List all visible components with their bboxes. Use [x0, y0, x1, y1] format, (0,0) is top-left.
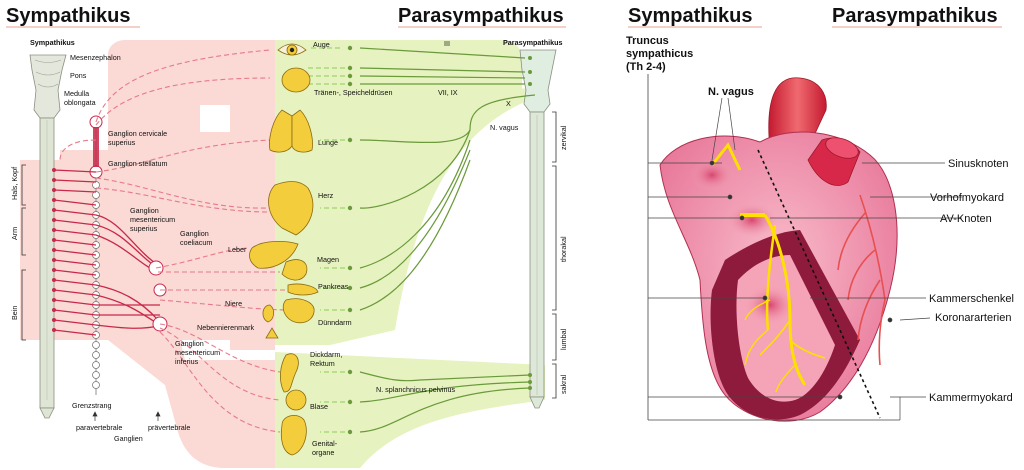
segment-thorakal: thorakal — [559, 236, 568, 262]
label-gmi-3: inferius — [175, 357, 199, 366]
label-av-knoten: AV-Knoten — [940, 213, 992, 225]
adrenal-organ — [265, 327, 279, 339]
label-n-vagus: N. vagus — [490, 123, 519, 132]
label-lunge: Lunge — [318, 138, 338, 147]
label-auge: Auge — [313, 40, 330, 49]
label-kammerschenkel: Kammerschenkel — [929, 293, 1014, 305]
segment-zervikal: zervikal — [559, 125, 568, 150]
sympathetic-preganglionic — [53, 169, 160, 336]
segment-brackets — [552, 111, 557, 399]
label-pons: Pons — [70, 71, 87, 80]
autonomic-nervous-system-diagram: Sympathikus Parasympathikus — [6, 5, 568, 468]
label-nebennierenmark: Nebennierenmark — [197, 323, 255, 332]
label-grenzstrang: Grenzstrang — [72, 401, 112, 410]
left-title-parasympathikus: Parasympathikus — [398, 5, 564, 27]
label-dickdarm-2: Rektum — [310, 359, 335, 368]
label-koronararterien: Koronararterien — [935, 312, 1011, 324]
label-gmi-1: Ganglion — [175, 339, 204, 348]
label-niere: Niere — [225, 299, 242, 308]
organs — [249, 43, 319, 456]
label-duenndarm: Dünndarm — [318, 318, 352, 327]
label-pankreas: Pankreas — [318, 282, 349, 291]
stomach-organ — [281, 259, 308, 281]
colon-organ — [280, 353, 299, 393]
label-blase: Blase — [310, 402, 328, 411]
liver-organ — [249, 240, 299, 269]
parasympathetic-postganglionic — [305, 47, 345, 433]
genital-organ — [280, 415, 307, 456]
spinal-cord-right — [519, 49, 557, 409]
label-mesenzephalon: Mesenzephalon — [70, 53, 121, 62]
label-ganglion-cervicale-2: superius — [108, 138, 136, 147]
bladder-organ — [285, 389, 307, 411]
label-paravertebrale: paravertebrale — [76, 423, 122, 432]
label-truncus-2: sympathicus — [626, 48, 693, 60]
sympathetic-postganglionic — [59, 49, 291, 433]
body-arm: Arm — [10, 227, 19, 240]
label-ganglien: Ganglien — [114, 434, 143, 443]
label-nerve-vii-ix: VII, IX — [438, 88, 458, 97]
label-kammermyokard: Kammermyokard — [929, 392, 1013, 404]
background-bands — [20, 40, 545, 468]
label-genital-1: Genital- — [312, 439, 338, 448]
label-praevertebrale: prävertebrale — [148, 423, 190, 432]
label-vorhofmyokard: Vorhofmyokard — [930, 192, 1004, 204]
label-gms-2: mesentericum — [130, 215, 175, 224]
label-gms-1: Ganglion — [130, 206, 159, 215]
parasympathetic-ganglia — [347, 45, 532, 435]
body-bein: Bein — [10, 306, 19, 320]
label-herz: Herz — [318, 191, 334, 200]
spinal-root-dots — [52, 168, 56, 332]
label-genital-2: organe — [312, 448, 334, 457]
left-title-sympathikus: Sympathikus — [6, 5, 130, 27]
kidney-organ — [262, 304, 274, 323]
conduction-system — [710, 142, 826, 393]
label-n-splanchnicus: N. splanchnicus pelvinus — [376, 385, 456, 394]
eye-organ — [277, 43, 307, 56]
right-title-parasympathikus: Parasympathikus — [832, 5, 998, 27]
label-dickdarm-1: Dickdarm, — [310, 350, 342, 359]
label-right-vagus: N. vagus — [708, 86, 754, 98]
col-sympathikus: Sympathikus — [30, 38, 75, 47]
label-ganglion-cervicale: Ganglion cervicale — [108, 129, 167, 138]
body-brackets — [21, 164, 26, 341]
label-truncus-3: (Th 2-4) — [626, 61, 666, 73]
label-oblongata: oblongata — [64, 98, 96, 107]
lung-organ — [269, 109, 313, 153]
body-hals-kopf: Hals, Kopf — [10, 167, 19, 200]
small-intestine-organ — [282, 298, 315, 324]
label-ganglion-stellatum: Ganglion stellatum — [108, 159, 168, 168]
label-gms-3: superius — [130, 224, 158, 233]
heart-organ — [268, 181, 314, 236]
col-parasympathikus: Parasympathikus — [503, 38, 563, 47]
label-coeliacum-2: coeliacum — [180, 238, 212, 247]
label-nerve-iii: III — [444, 39, 450, 48]
label-gmi-2: mesentericum — [175, 348, 220, 357]
label-traenen: Tränen-, Speicheldrüsen — [314, 88, 392, 97]
parasympathetic-preganglionic — [359, 47, 536, 433]
label-magen: Magen — [317, 255, 339, 264]
spinal-cord-left — [29, 54, 67, 419]
label-medulla: Medulla — [64, 89, 89, 98]
right-title-sympathikus: Sympathikus — [628, 5, 752, 27]
label-leber: Leber — [228, 245, 247, 254]
sym-para-divider — [757, 149, 881, 419]
coronary-arteries — [837, 194, 886, 366]
pancreas-organ — [287, 283, 319, 296]
heart-drawing — [659, 77, 898, 422]
right-leader-lines — [648, 97, 962, 421]
label-nerve-x: X — [506, 99, 511, 108]
label-coeliacum-1: Ganglion — [180, 229, 209, 238]
segment-lumbal: lumbal — [559, 328, 568, 350]
salivary-gland-organ — [281, 67, 311, 93]
label-sinusknoten: Sinusknoten — [948, 158, 1009, 170]
heart-innervation-diagram: Sympathikus Parasympathikus Truncus symp… — [626, 5, 1014, 422]
label-truncus-1: Truncus — [626, 35, 669, 47]
segment-sakral: sakral — [559, 374, 568, 394]
bottom-arrows — [92, 411, 161, 421]
